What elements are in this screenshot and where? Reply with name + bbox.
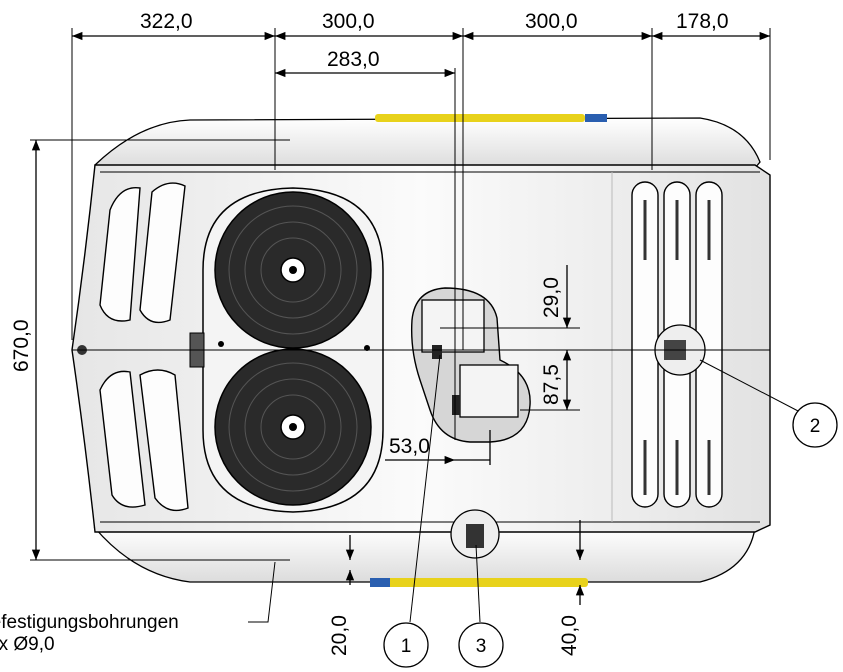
svg-text:1: 1 [401,636,412,657]
dim-center-offset: 53,0 [389,435,430,458]
central-recess [410,287,531,443]
note-mounting-holes: Befestigungsbohrungen [0,612,179,633]
note-hole-spec: 4x Ø9,0 [0,634,55,655]
callout-1: 1 [383,622,429,668]
dim-top-1: 322,0 [140,10,193,33]
dim-bottom-right: 40,0 [558,615,581,656]
fan-upper [214,191,372,349]
dimension-lines [31,31,770,605]
detail-circle-3 [450,509,500,559]
dim-right-upper: 29,0 [540,277,563,318]
dim-top-2: 300,0 [322,10,375,33]
dim-top-3: 300,0 [525,10,578,33]
dim-bottom-left: 20,0 [328,615,351,656]
dim-height-total: 670,0 [10,319,33,372]
brand-logo-top [375,114,607,122]
dim-top-inner: 283,0 [327,48,380,71]
note-leader-line [248,561,276,623]
svg-text:3: 3 [476,636,487,657]
svg-text:2: 2 [810,416,821,437]
fan-lower [214,348,372,506]
callout-3: 3 [458,622,504,668]
dim-right-lower: 87,5 [540,364,563,405]
callout-2: 2 [792,402,838,448]
left-air-vents [99,182,189,512]
dim-top-4: 178,0 [676,10,729,33]
brand-logo-bottom [370,578,588,587]
